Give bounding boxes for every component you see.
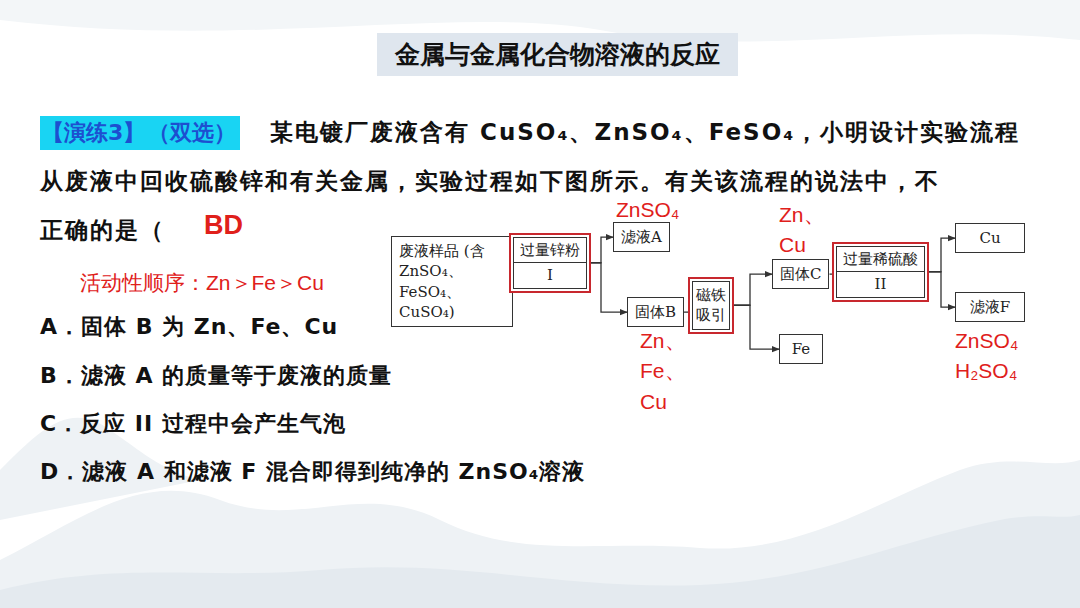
title-banner: 金属与金属化合物溶液的反应 [377, 33, 738, 76]
exercise-tag: 【演练3】 [40, 116, 147, 150]
flow-line [591, 237, 613, 263]
question-text: 某电镀厂废液含有 CuSO₄、ZnSO₄、FeSO₄，小明设计实验流程 [270, 117, 1020, 148]
reagent-box: 过量稀硫酸II [832, 242, 929, 302]
node-text: Fe [787, 339, 815, 359]
node-text: 废液样品 (含ZnSO₄、FeSO₄、CuSO₄) [399, 241, 505, 322]
filtrate-box: 滤液A [613, 222, 670, 252]
option-text: B．滤液 A 的质量等于废液的质量 [40, 361, 392, 391]
node-text: 固体C [780, 264, 821, 284]
node-text: 滤液F [963, 297, 1017, 317]
node-text: 滤液A [621, 227, 662, 247]
solid-box: 固体B [627, 297, 684, 327]
mountain-near [0, 515, 1080, 608]
option-text: C．反应 II 过程中会产生气泡 [40, 409, 346, 439]
activity-note: 活动性顺序：Zn＞Fe＞Cu [80, 268, 324, 298]
product-note: ZnSO₄ H₂SO₄ [955, 326, 1033, 387]
solid-box: 固体C [772, 259, 829, 289]
flow-line [929, 238, 955, 272]
product-note: Zn、Cu [779, 200, 825, 261]
flow-line [734, 274, 772, 305]
reagent-box: 过量锌粉I [509, 233, 591, 293]
node-text: 磁铁吸引 [692, 281, 730, 330]
flow-line [734, 305, 779, 349]
question-text: 从废液中回收硫酸锌和有关金属，实验过程如下图所示。有关该流程的说法中，不 [40, 166, 940, 197]
option-text: D．滤液 A 和滤液 F 混合即得到纯净的 ZnSO₄溶液 [40, 457, 585, 487]
product-box: Fe [779, 334, 823, 364]
node-text: Cu [963, 228, 1017, 248]
product-note: Zn、Fe、Cu [640, 326, 686, 417]
node-text: 过量锌粉 [513, 237, 587, 263]
product-box: Cu [955, 223, 1025, 253]
question-type: （双选） [146, 116, 240, 150]
node-text: I [513, 263, 587, 288]
sample-box: 废液样品 (含ZnSO₄、FeSO₄、CuSO₄) [391, 236, 513, 327]
question-text: 正确的是（ [40, 215, 165, 246]
process-box: 磁铁吸引 [688, 277, 734, 334]
product-note: ZnSO₄ [616, 195, 679, 225]
option-text: A．固体 B 为 Zn、Fe、Cu [40, 312, 338, 342]
flow-line [929, 272, 955, 307]
node-text: II [836, 272, 925, 297]
filtrate-box: 滤液F [955, 292, 1025, 322]
flow-line [591, 263, 627, 312]
answer-mark: BD [204, 210, 243, 241]
node-text: 过量稀硫酸 [836, 246, 925, 272]
slide-title: 金属与金属化合物溶液的反应 [395, 40, 720, 69]
node-text: 固体B [635, 302, 676, 322]
